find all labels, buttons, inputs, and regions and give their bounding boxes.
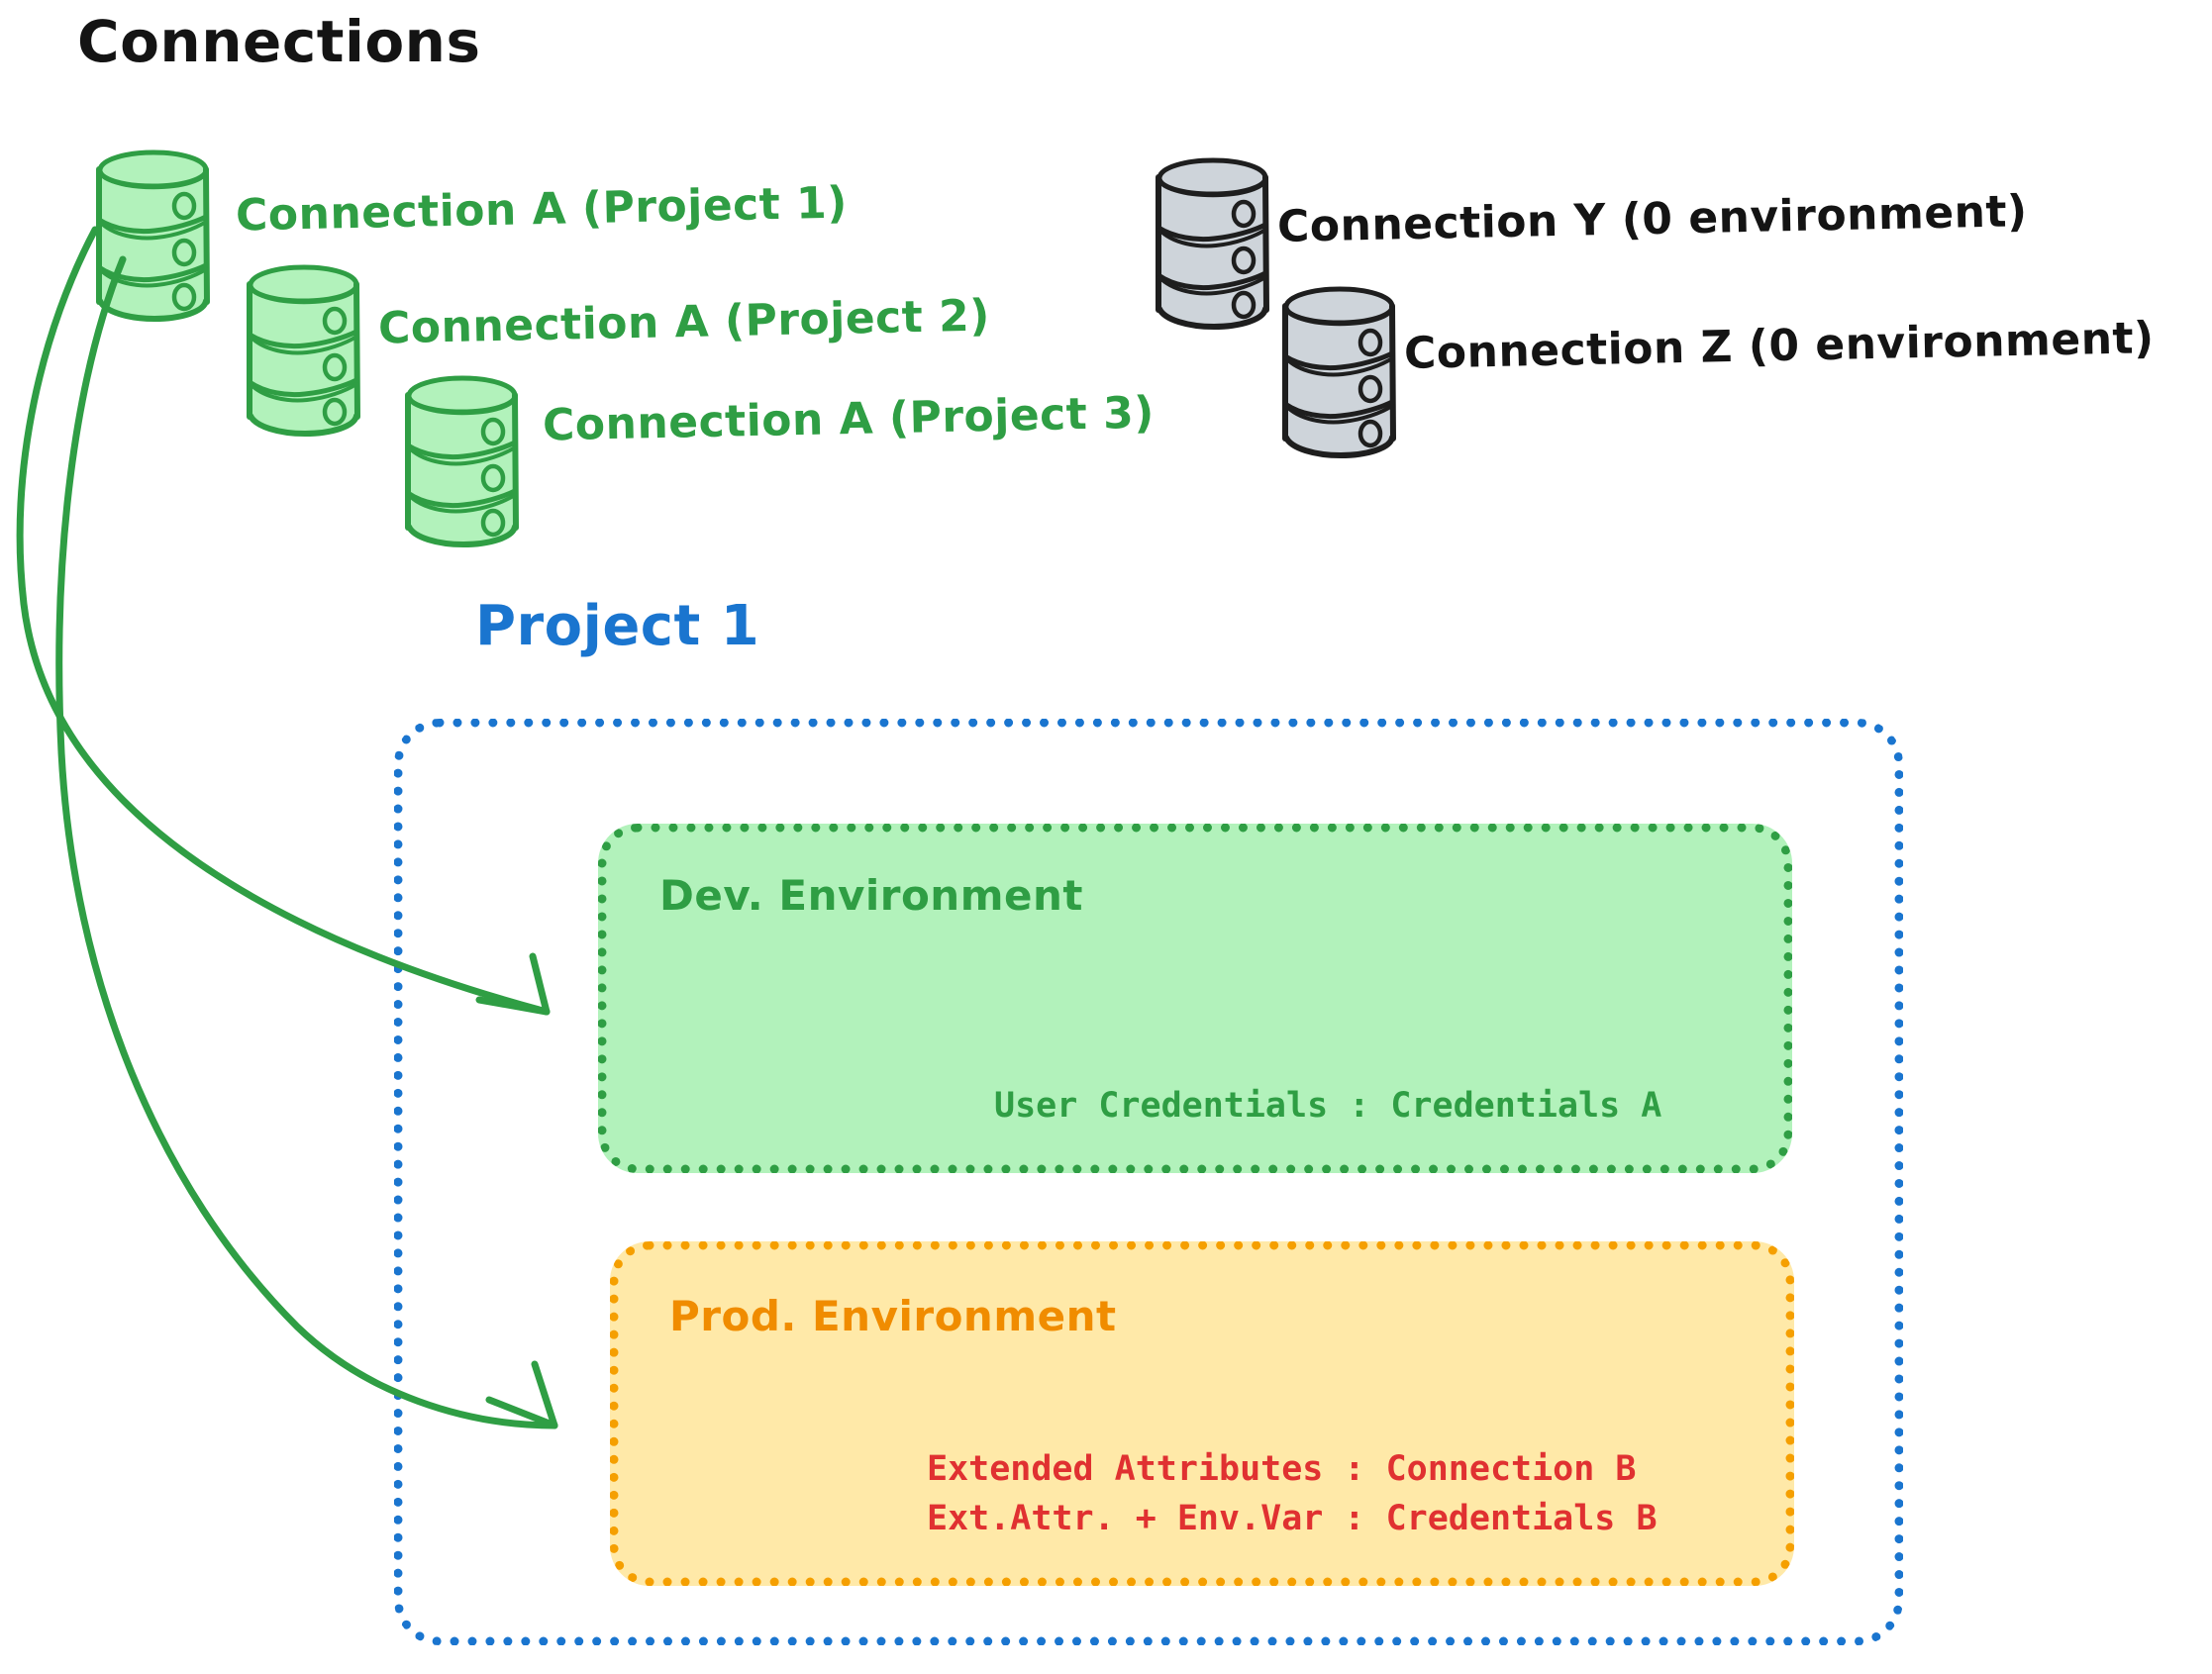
connection-label-z: Connection Z (0 environment) xyxy=(1403,313,2156,379)
database-icon-connection-a-project-1[interactable] xyxy=(99,151,207,319)
connection-label-a-project-1: Connection A (Project 1) xyxy=(235,177,849,242)
prod-environment-box[interactable] xyxy=(610,1241,1794,1586)
database-icon-connection-a-project-2[interactable] xyxy=(250,266,357,434)
dev-environment-box[interactable] xyxy=(598,824,1792,1173)
connection-label-y: Connection Y (0 environment) xyxy=(1276,186,2029,252)
database-icon-connection-a-project-3[interactable] xyxy=(408,377,516,544)
connection-label-a-project-3: Connection A (Project 3) xyxy=(542,387,1156,451)
dev-credentials-row: User Credentials : Credentials A xyxy=(994,1086,1662,1126)
database-icon-connection-z[interactable] xyxy=(1285,288,1393,455)
project-title: Project 1 xyxy=(475,594,760,658)
dev-environment-title: Dev. Environment xyxy=(659,871,1083,920)
connection-label-a-project-2: Connection A (Project 2) xyxy=(377,290,991,354)
database-icon-connection-y[interactable] xyxy=(1158,159,1266,327)
prod-env-var-row: Ext.Attr. + Env.Var : Credentials B xyxy=(927,1499,1658,1538)
prod-extended-attributes-row: Extended Attributes : Connection B xyxy=(927,1449,1637,1489)
page-title: Connections xyxy=(77,8,481,75)
prod-environment-title: Prod. Environment xyxy=(669,1292,1117,1340)
